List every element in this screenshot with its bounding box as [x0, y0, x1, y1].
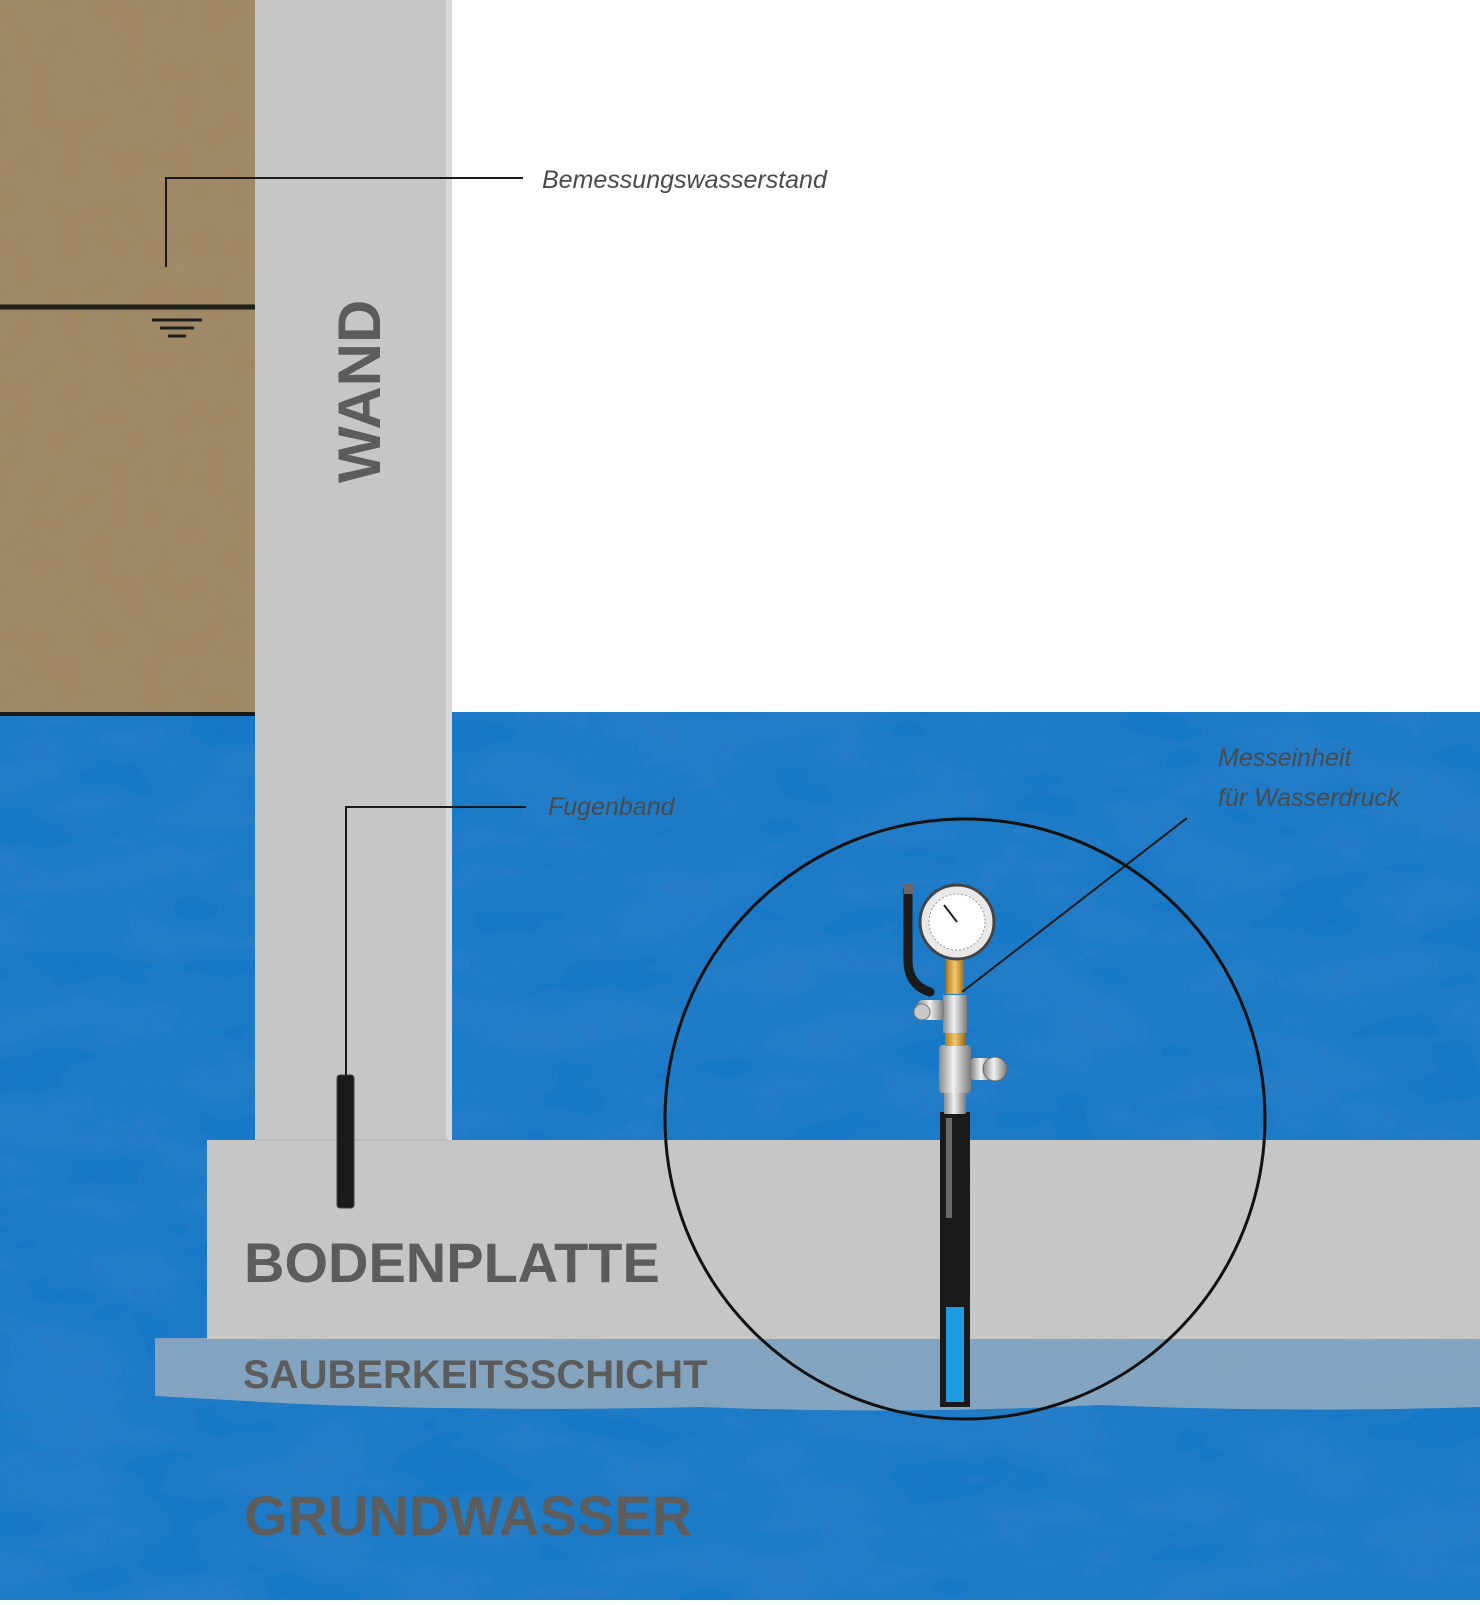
leader-measuring-unit [961, 817, 1188, 993]
pressure-gauge-needle [943, 904, 958, 923]
brass-fitting-lower [945, 1032, 965, 1046]
pipe-inner-sleeve [946, 1118, 952, 1218]
soil-area [0, 0, 255, 715]
wall-inner-edge [446, 0, 452, 1140]
valve-handle [903, 885, 935, 997]
valve-lower-nut [944, 1090, 966, 1114]
pipe-water-column [946, 1307, 964, 1402]
ball-valve [943, 995, 967, 1033]
ball-valve-knob [913, 1003, 931, 1021]
label-groundwater: GRUNDWASSER [244, 1484, 692, 1547]
valve-side-cap [982, 1056, 1008, 1082]
valve-handle-tip [904, 884, 913, 894]
label-measuring-unit-line1: Messeinheit [1218, 744, 1352, 772]
leader-design-water-level [165, 177, 523, 267]
valve-body [939, 1045, 971, 1093]
concrete-structure [207, 0, 1480, 1339]
label-design-water-level: Bemessungswasserstand [542, 166, 828, 194]
label-waterstop: Fugenband [548, 793, 676, 821]
measuring-unit [903, 883, 1008, 1407]
detail-circle [663, 817, 1267, 1421]
label-measuring-unit-line2: für Wasserdruck [1218, 784, 1401, 812]
brass-fitting-upper [946, 958, 964, 994]
water-level-symbol [152, 318, 202, 338]
label-blinding-layer: SAUBERKEITSSCHICHT [243, 1353, 707, 1397]
leader-waterstop [345, 806, 526, 1075]
waterstop-strip [336, 1074, 355, 1209]
label-base-slab: BODENPLATTE [244, 1231, 660, 1294]
label-wall: WAND [326, 300, 393, 483]
